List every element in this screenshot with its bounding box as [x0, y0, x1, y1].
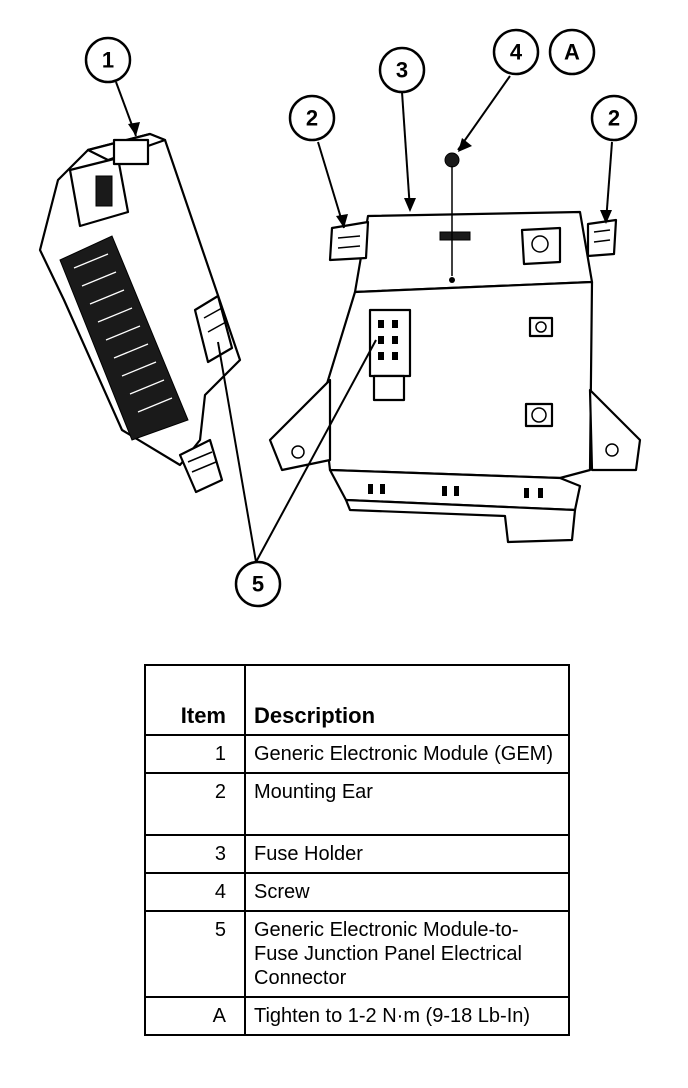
- item-number: 1: [144, 734, 246, 774]
- screw: [444, 152, 460, 276]
- fuse-junction-panel: [268, 210, 642, 544]
- leader-lines: [115, 75, 613, 563]
- callout-5: 5: [234, 560, 282, 608]
- svg-text:A: A: [564, 40, 580, 65]
- svg-text:5: 5: [252, 572, 264, 597]
- callout-a: A: [548, 28, 596, 76]
- callout-4: 4: [492, 28, 540, 76]
- table-row: 1 Generic Electronic Module (GEM): [144, 734, 570, 774]
- description-column-header: Description: [244, 664, 570, 736]
- callout-2-left: 2: [288, 94, 336, 142]
- table-row: A Tighten to 1-2 N·m (9-18 Lb-In): [144, 996, 570, 1036]
- table-row: 2 Mounting Ear: [144, 772, 570, 836]
- svg-text:2: 2: [306, 106, 318, 131]
- legend-header-row: Item Description: [144, 664, 570, 736]
- item-column-header: Item: [144, 664, 246, 736]
- item-description: Generic Electronic Module (GEM): [244, 734, 570, 774]
- table-row: 4 Screw: [144, 872, 570, 912]
- table-row: 5 Generic Electronic Module-to-Fuse Junc…: [144, 910, 570, 998]
- exploded-view-diagram: 1 2 2 3 4 A 5: [38, 28, 642, 608]
- svg-text:2: 2: [608, 106, 620, 131]
- callout-2-right: 2: [590, 94, 638, 142]
- callout-3: 3: [378, 46, 426, 94]
- item-description: Mounting Ear: [244, 772, 570, 836]
- item-description: Screw: [244, 872, 570, 912]
- item-description: Fuse Holder: [244, 834, 570, 874]
- item-number: 5: [144, 910, 246, 998]
- item-number: 4: [144, 872, 246, 912]
- legend-table: Item Description 1 Generic Electronic Mo…: [144, 664, 570, 1036]
- item-number: 3: [144, 834, 246, 874]
- svg-text:4: 4: [510, 40, 523, 65]
- generic-electronic-module: [38, 132, 242, 494]
- callout-1: 1: [84, 36, 132, 84]
- svg-text:3: 3: [396, 58, 408, 83]
- item-number: A: [144, 996, 246, 1036]
- table-row: 3 Fuse Holder: [144, 834, 570, 874]
- svg-text:1: 1: [102, 48, 114, 73]
- item-number: 2: [144, 772, 246, 836]
- item-description: Generic Electronic Module-to-Fuse Juncti…: [244, 910, 570, 998]
- item-description: Tighten to 1-2 N·m (9-18 Lb-In): [244, 996, 570, 1036]
